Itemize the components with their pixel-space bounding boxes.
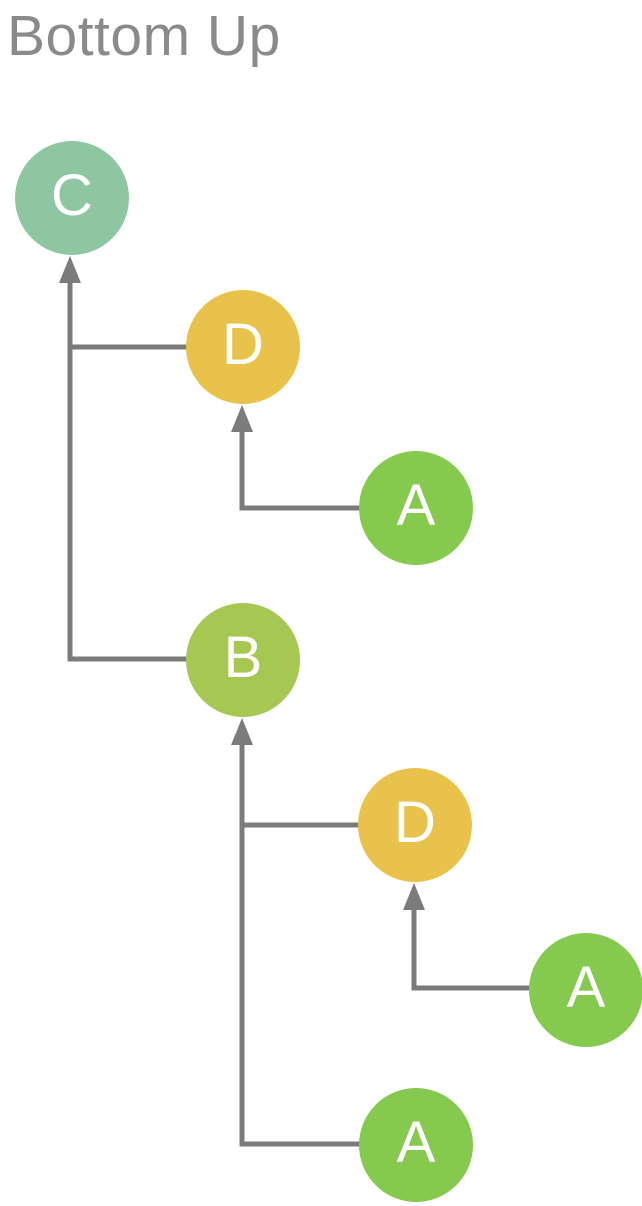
arrowhead-icon (231, 405, 253, 432)
page-title: Bottom Up (7, 4, 281, 68)
arrowhead-icon (231, 718, 253, 745)
node-A3: A (359, 1088, 473, 1202)
node-label: B (223, 625, 263, 690)
node-label: C (51, 163, 93, 228)
node-D1: D (186, 290, 300, 404)
node-D2: D (358, 768, 472, 882)
node-label: A (396, 473, 436, 538)
node-B: B (186, 603, 300, 717)
arrowhead-icon (403, 883, 425, 910)
node-label: D (222, 312, 264, 377)
arrowhead-icon (59, 256, 81, 283)
node-A1: A (359, 451, 473, 565)
node-A2: A (529, 933, 642, 1047)
node-label: A (566, 955, 606, 1020)
node-label: A (396, 1110, 436, 1175)
node-label: D (394, 790, 436, 855)
node-C: C (15, 141, 129, 255)
